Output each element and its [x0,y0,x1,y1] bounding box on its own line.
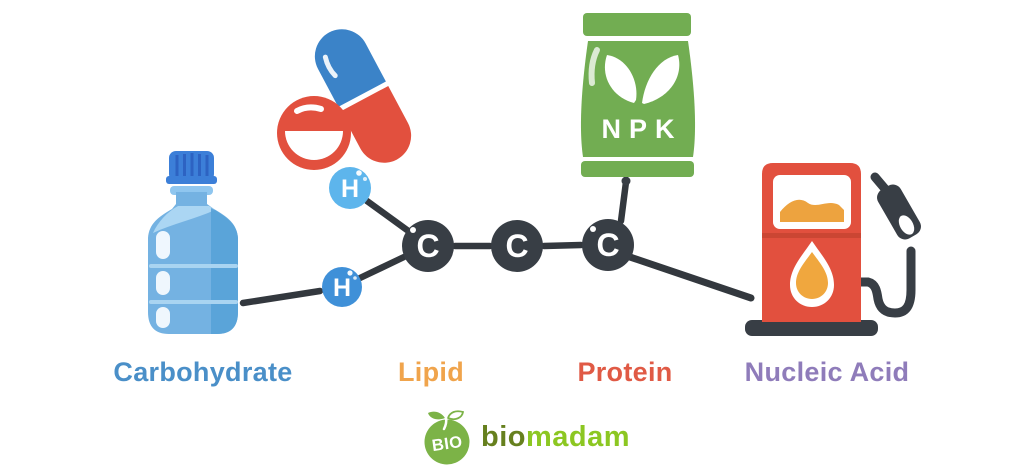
pills-icon [277,29,412,170]
pump-base [745,320,878,336]
bond-lines [239,176,755,307]
hydrogen-atom-top: H [329,167,371,209]
hydrogen-atom-bottom: H [322,267,362,307]
carbon-letter: C [596,227,619,263]
logo-wordmark: biomadam [481,421,630,454]
capsule-highlight [322,54,338,79]
carbon-letter: C [505,228,528,264]
nozzle-head [877,184,921,240]
bottle-neck [176,192,207,206]
water-bottle-icon [148,151,238,334]
pump-nozzle [870,172,921,240]
bottle-cap-lip [166,176,217,184]
pump-screen-wave [780,199,844,222]
badge-stem [442,416,448,431]
carbon-atom-1: C [402,220,454,272]
carbon-highlight-dot [410,227,416,233]
leaf-right [642,55,680,104]
bottle-ridges [149,264,238,304]
bond-carbon2-carbon3 [540,241,585,250]
label-nucleic-acid: Nucleic Acid [744,357,910,387]
bond-hydrogen-top-to-carbon1 [363,197,411,234]
leaf-left [604,55,637,103]
brand-logo: BIO biomadam [422,409,630,465]
nozzle-spout [870,172,891,195]
bag-highlight [588,47,600,86]
bottle-cap-ribs [175,153,209,179]
round-pill-highlight [294,104,324,114]
pump-divider [762,233,861,238]
bond-carbon3-to-pump [626,253,755,302]
carbon-circle [402,220,454,272]
bond-npk-endpoint-dot [621,176,631,186]
badge-circle [424,419,470,465]
pump-hose [851,246,916,318]
hydrogen-highlight-dots [356,170,367,181]
bottle-shoulder-highlight [153,206,215,233]
label-lipid: Lipid [398,357,464,387]
bond-bottle-to-hydrogen [239,287,324,307]
hydrogen-circle [322,267,362,307]
label-protein: Protein [577,357,673,387]
npk-text: NPK [601,114,682,144]
bag-bottom-band [581,161,694,177]
label-carbohydrate: Carbohydrate [113,357,293,387]
round-pill-white-half [285,131,343,160]
nozzle-hole [898,215,915,235]
carbon-atom-3: C [582,219,634,271]
bottle-highlight-bars [156,231,170,328]
carbon-letter: C [416,228,439,264]
carbon-highlight-dot [590,226,596,232]
carbon-circle [491,220,543,272]
capsule-red-half [340,85,412,163]
hydrogen-letter: H [333,274,351,302]
bag-top-band [583,13,691,36]
badge-leaf-left [428,411,445,420]
badge-text: BIO [431,433,464,455]
bio-badge-icon: BIO [424,410,470,465]
hydrogen-highlight-dots [347,270,357,280]
bond-hydrogen-bottom-to-carbon1 [356,253,408,282]
logo-word-bio: bio [481,420,526,453]
badge-leaf-right [446,410,465,421]
bond-carbon3-to-npk-bag [617,178,630,225]
bottle-side-shade [211,208,238,334]
capsule-blue-half [314,29,386,107]
hydrogen-letter: H [341,175,359,203]
fuel-pump-icon [745,163,921,336]
capsule-pill [314,29,412,163]
round-pill [277,96,351,170]
fertilizer-bag-icon: NPK [580,13,696,177]
hydrogen-circle [329,167,371,209]
carbon-circle [582,219,634,271]
bag-leaves [604,55,680,104]
pump-droplet [796,252,828,299]
carbon-atom-2: C [491,220,543,272]
logo-word-madam: madam [526,420,631,453]
molecule-chain: H H C C C [322,167,634,307]
